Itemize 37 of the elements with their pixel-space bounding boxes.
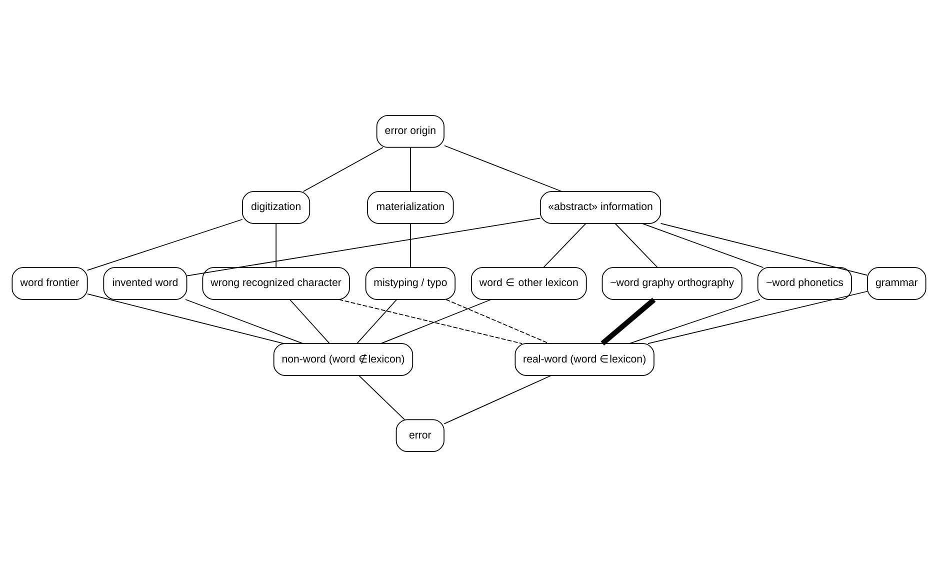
node-box: error: [396, 418, 444, 452]
connector: [186, 217, 541, 276]
node-box: error origin: [376, 114, 444, 148]
node-box: word frontier: [12, 266, 88, 300]
node-box: non-word (word ∉lexicon): [273, 342, 414, 376]
connector: [614, 222, 658, 268]
node-box: word ∈ other lexicon: [470, 266, 587, 300]
node-box: grammar: [867, 266, 926, 300]
connector: [444, 144, 562, 192]
node-box: invented word: [103, 266, 188, 300]
connector: [446, 298, 550, 344]
connector: [358, 374, 405, 420]
connector: [302, 146, 384, 192]
connector: [86, 218, 243, 270]
connector: [338, 298, 523, 344]
connector: [444, 374, 552, 424]
connector: [185, 298, 304, 344]
node-box: real-word (word ∈lexicon): [514, 342, 654, 376]
connector: [642, 222, 764, 268]
connector: [660, 222, 868, 276]
node-box: ~word phonetics: [757, 266, 852, 300]
connector: [628, 298, 760, 344]
connector: [380, 298, 492, 344]
connector: [290, 298, 330, 344]
connector: [87, 293, 284, 344]
node-box: «abstract» information: [540, 190, 662, 224]
node-box: mistyping / typo: [365, 266, 456, 300]
node-box: materialization: [367, 190, 454, 224]
connector: [410, 146, 411, 192]
node-box: ~word graphy orthography: [602, 266, 742, 300]
connector: [543, 222, 586, 268]
connector: [648, 290, 868, 344]
node-box: digitization: [242, 190, 310, 224]
connector: [356, 298, 397, 344]
connector: [410, 222, 411, 268]
node-box: wrong recognized character: [202, 266, 350, 300]
connector: [600, 297, 656, 346]
